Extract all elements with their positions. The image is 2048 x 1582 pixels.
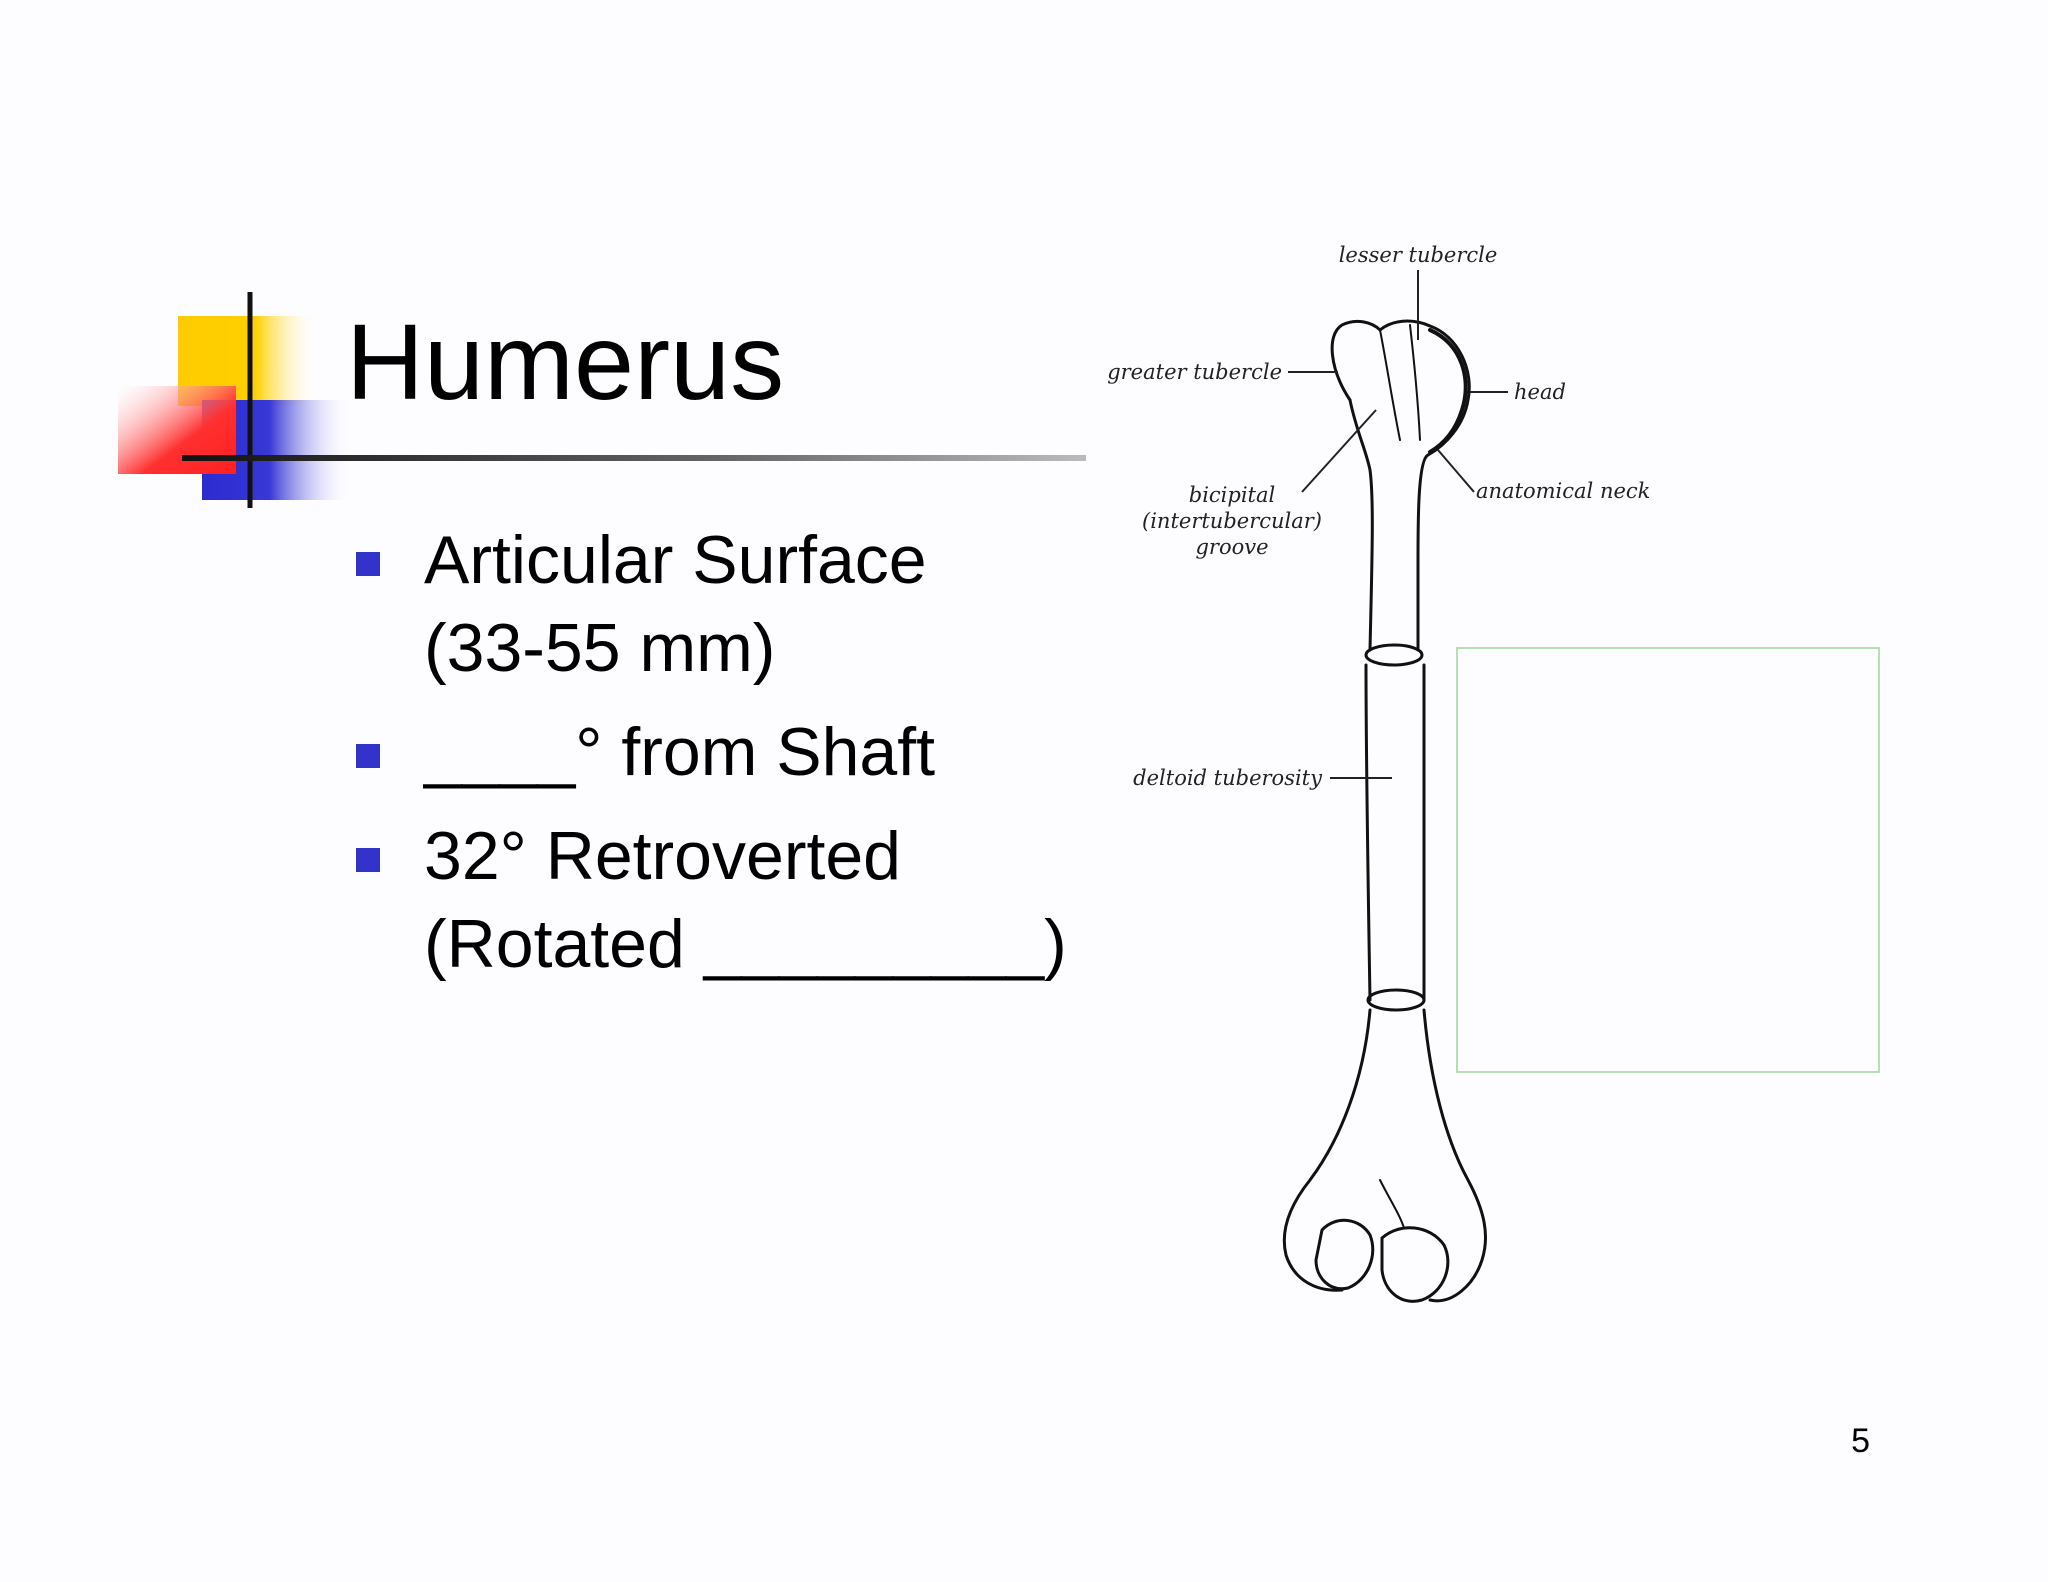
trochlea [1380,1226,1450,1303]
label-bicipital-groove-line3: groove [1195,535,1268,559]
empty-image-frame [1456,647,1880,1073]
bullet-item: ____° from Shaft [350,708,1090,796]
title-underline [182,455,1086,461]
capitulum [1314,1218,1375,1291]
bullet-item: Articular Surface (33-55 mm) [350,516,1090,692]
shaft-section-upper [1364,643,1424,667]
label-anatomical-neck: anatomical neck [1476,479,1650,503]
label-bicipital-groove-line1: bicipital [1189,483,1275,507]
bullet-text-line: 32° Retroverted [424,818,901,894]
label-deltoid-tuberosity: deltoid tuberosity [1133,766,1323,790]
label-bicipital-groove-line2: (intertubercular) [1142,509,1322,533]
bullet-text-line: ____° from Shaft [424,714,936,790]
humerus-proximal-outline [1330,319,1471,652]
slide-title: Humerus [346,301,785,422]
bullet-marker [356,848,380,872]
label-head: head [1514,380,1566,404]
shaft-section-lower [1366,988,1426,1012]
humerus-distal-outline [1282,1008,1488,1303]
bullet-text-line: Articular Surface [424,522,927,598]
bullet-text-line: (33-55 mm) [424,610,776,686]
slide-number: 5 [1851,1422,1870,1460]
bullet-marker [356,552,380,576]
humeral-head [1428,328,1468,454]
humerus-shaft [1364,663,1426,1002]
label-greater-tubercle: greater tubercle [1107,360,1282,384]
label-lesser-tubercle: lesser tubercle [1339,243,1498,267]
bullet-item: 32° Retroverted (Rotated _________) [350,812,1090,988]
bullet-text-line: (Rotated _________) [424,906,1067,982]
bullet-list: Articular Surface (33-55 mm) ____° from … [350,516,1090,1004]
bullet-marker [356,744,380,768]
humerus-illustration: lesser tubercle greater tubercle head an… [1107,243,1880,1303]
